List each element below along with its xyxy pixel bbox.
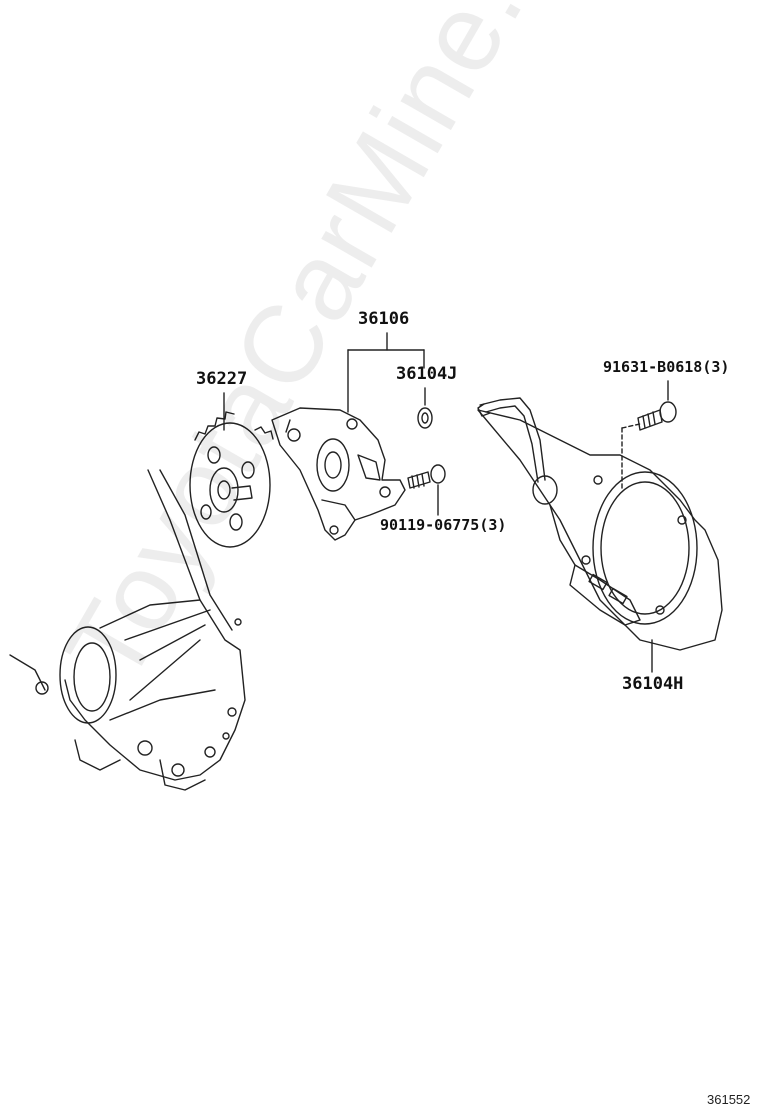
vacuum-pump-36106 — [271, 407, 406, 541]
label-90119-06775[interactable]: 90119-06775(3) — [380, 516, 507, 534]
diagram-id: 361552 — [707, 1092, 751, 1107]
bolt-91631-b0618 — [621, 380, 677, 489]
label-36106[interactable]: 36106 — [358, 309, 410, 329]
label-36104h[interactable]: 36104H — [622, 674, 684, 694]
engine-housing — [9, 469, 246, 791]
washer-36104j — [417, 387, 433, 429]
leader-36106 — [347, 332, 425, 413]
label-36104j[interactable]: 36104J — [396, 364, 458, 384]
bolt-90119-06775 — [407, 464, 446, 516]
label-36227[interactable]: 36227 — [196, 369, 248, 389]
label-91631-b0618[interactable]: 91631-B0618(3) — [603, 358, 730, 376]
sprocket-36227 — [189, 411, 274, 548]
cover-36104h — [477, 397, 723, 673]
